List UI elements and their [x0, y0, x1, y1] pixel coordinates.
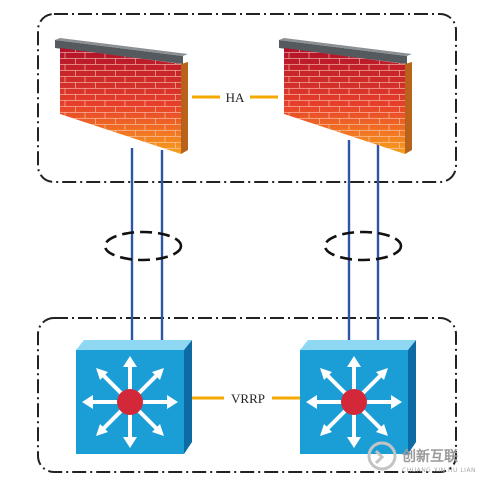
link-aggregation-right-icon: [323, 230, 403, 262]
watermark-text-cn: 创新互联: [401, 448, 459, 465]
firewall-left-icon: [55, 38, 188, 154]
watermark-logo-icon: [367, 441, 397, 471]
firewall-right-icon: [279, 38, 412, 154]
watermark: 创新互联 CHUANG XIN HU LIAN: [367, 441, 476, 474]
watermark-text-en: CHUANG XIN HU LIAN: [402, 467, 476, 474]
uplink-cables: [130, 140, 380, 342]
switch-right-icon: [298, 338, 418, 456]
firewall-group-boundary: [37, 13, 457, 183]
link-aggregation-left-icon: [103, 230, 183, 262]
switch-left-icon: [74, 338, 194, 456]
ha-label: HA: [226, 90, 245, 105]
vrrp-label: VRRP: [231, 391, 265, 406]
switch-group-boundary: [37, 317, 457, 473]
